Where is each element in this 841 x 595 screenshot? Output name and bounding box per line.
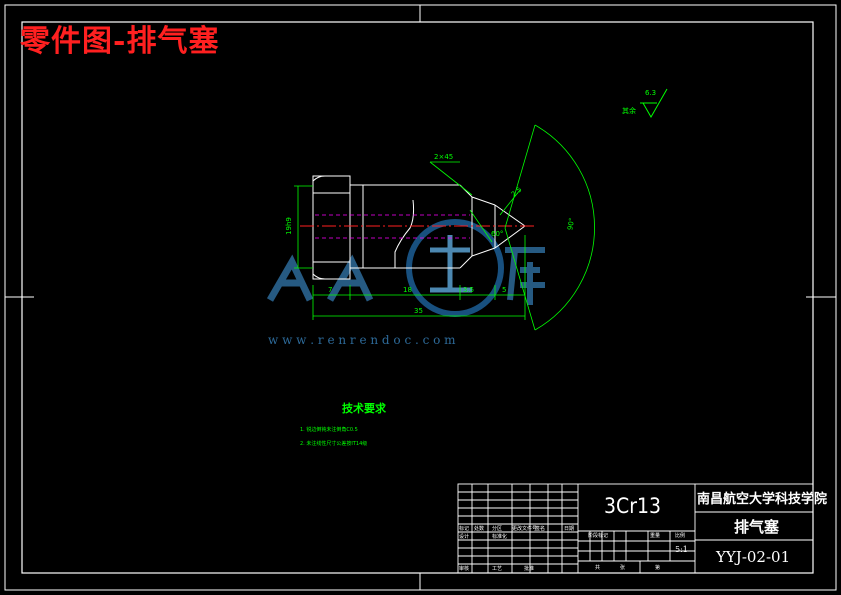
dim-hex: 19h9 <box>284 217 293 235</box>
tb-label-chushu: 处数 <box>474 526 485 532</box>
dim-5: 5 <box>502 286 507 294</box>
tb-label-pizhun: 批准 <box>524 566 535 572</box>
dim-3-5: 3.5 <box>463 286 475 294</box>
tb-label-fenqu: 分区 <box>492 526 503 532</box>
part-outline <box>312 175 526 280</box>
tb-label-zhongliang: 重量 <box>650 533 661 539</box>
tech-req-title: 技术要求 <box>342 402 386 415</box>
drawing-number: YYJ-02-01 <box>716 548 791 566</box>
tech-req-item: 1. 锐边倒钝未注倒角C0.5 <box>300 427 358 433</box>
roughness-label: 其余 <box>622 107 636 115</box>
tech-req-item: 2. 未注线性尺寸公差按IT14级 <box>300 441 368 447</box>
part-name: 排气塞 <box>734 518 780 536</box>
material-label: 3Cr13 <box>604 494 662 518</box>
drawing-title: 零件图-排气塞 <box>20 24 220 59</box>
dimension-lines <box>294 124 595 331</box>
tb-label-jieduan: 阶段标记 <box>588 533 609 539</box>
dim-chamfer: 2×45 <box>434 153 454 161</box>
tb-label-gongyi: 工艺 <box>492 566 503 572</box>
dim-total: 35 <box>414 307 423 315</box>
centering-marks <box>5 5 836 590</box>
scale-value: 5:1 <box>675 545 688 554</box>
tb-label-gong: 共 <box>595 565 601 571</box>
watermark-url: w w w . r e n r e n d o c . c o m <box>268 333 456 347</box>
hidden-lines <box>315 214 470 239</box>
tb-label-di: 第 <box>655 565 661 571</box>
dim-angle-small: 60° <box>491 230 504 238</box>
tb-label-riqi: 日期 <box>564 526 575 532</box>
school-name: 南昌航空大学科技学院 <box>697 492 828 507</box>
dim-7: 7 <box>328 286 333 294</box>
roughness-value: 6.3 <box>645 89 657 97</box>
tb-label-zhang: 张 <box>620 565 626 571</box>
tb-label-sheji: 设计 <box>459 534 470 540</box>
title-block <box>457 483 814 574</box>
tb-label-biaozhunhua: 标准化 <box>492 534 508 540</box>
tb-label-bili: 比例 <box>675 533 686 539</box>
tb-label-biaoji: 标记 <box>459 526 470 532</box>
tb-label-shenhe: 审核 <box>459 566 470 572</box>
tb-label-gengai: 更改文件号 <box>512 526 538 532</box>
roughness-symbol <box>640 88 668 119</box>
dim-18: 18 <box>403 286 412 294</box>
tb-label-qianming: 签名 <box>535 526 546 532</box>
watermark-logo <box>266 219 545 317</box>
